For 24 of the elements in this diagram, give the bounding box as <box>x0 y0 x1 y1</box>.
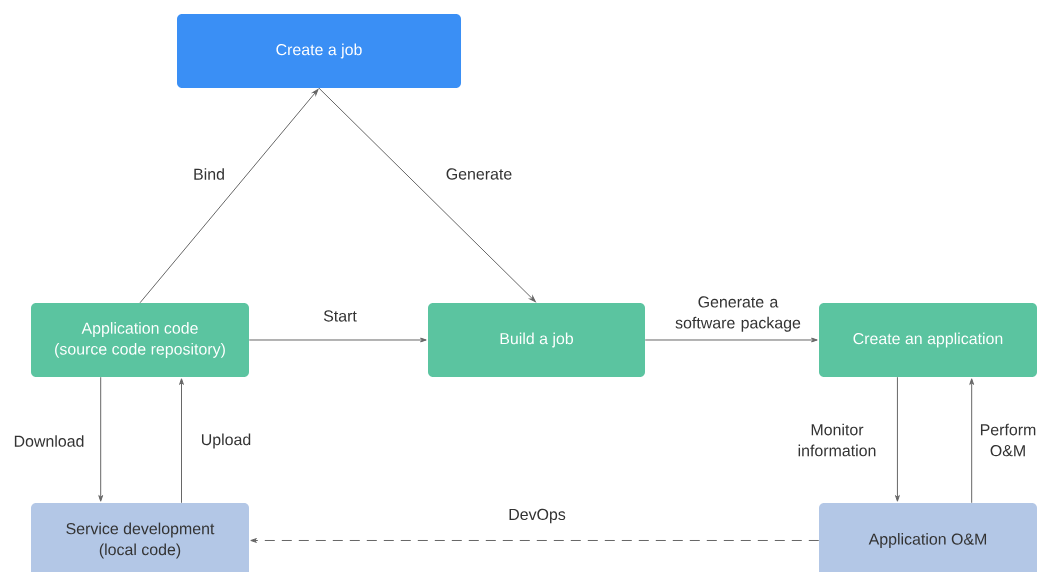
arrow <box>895 376 900 502</box>
process-box: Create an application <box>819 303 1037 377</box>
arrow <box>139 88 319 304</box>
job-box: Create a job <box>177 14 461 88</box>
edge-label: Generate a software package <box>675 296 801 332</box>
arrow <box>644 337 818 343</box>
arrow <box>969 378 975 504</box>
edge-label: DevOps <box>509 508 566 524</box>
edge-label: Monitor information <box>798 423 876 457</box>
arrow <box>248 337 427 343</box>
edge-label: Generate <box>446 168 512 180</box>
arrow <box>98 376 104 502</box>
edge-label: Bind <box>194 168 224 180</box>
stage-box: Application O&M <box>819 503 1037 572</box>
edge-label: Upload <box>202 433 251 449</box>
process-box: Application code (source code repository) <box>31 303 249 377</box>
edge-label: Perform O&M <box>980 423 1036 457</box>
arrow <box>250 538 820 543</box>
arrow <box>318 87 536 303</box>
edge-label: Download <box>14 435 84 447</box>
stage-box: Service development (local code) <box>31 503 249 572</box>
edge-label: Start <box>323 310 357 322</box>
process-box: Build a job <box>428 303 645 377</box>
arrow <box>179 378 184 504</box>
